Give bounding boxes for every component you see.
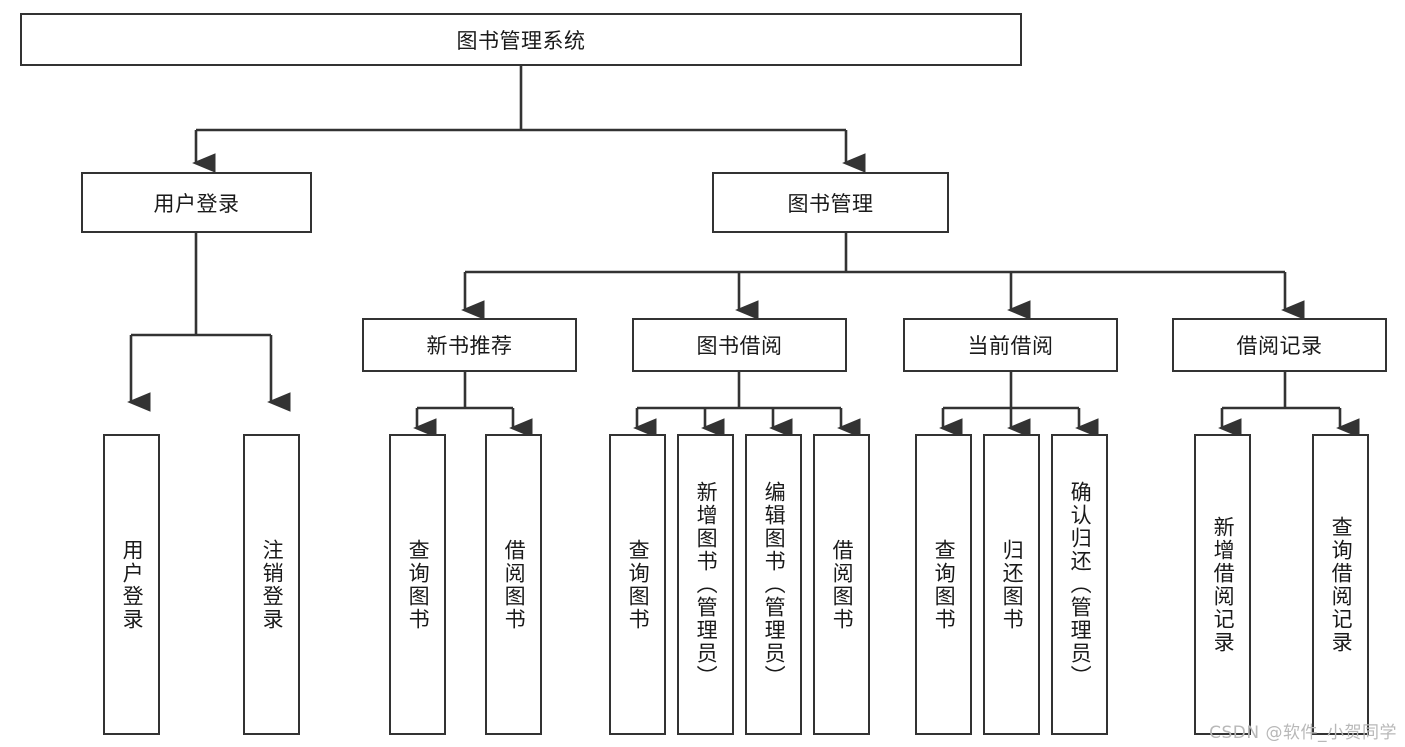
node-label: 查询借阅记录 bbox=[1329, 515, 1354, 654]
node-label: 图书管理系统 bbox=[456, 28, 586, 53]
leaf-records-query-record[interactable]: 查询借阅记录 bbox=[1312, 434, 1369, 735]
node-label: 编辑图书（管理员） bbox=[762, 481, 787, 688]
leaf-new-book-query-book[interactable]: 查询图书 bbox=[389, 434, 446, 735]
node-label: 查询图书 bbox=[406, 538, 431, 631]
leaf-current-confirm-return-admin[interactable]: 确认归还（管理员） bbox=[1051, 434, 1108, 735]
node-label: 新增借阅记录 bbox=[1211, 515, 1236, 654]
node-label: 新书推荐 bbox=[426, 334, 513, 358]
node-label: 归还图书 bbox=[1000, 538, 1025, 631]
leaf-current-query-book[interactable]: 查询图书 bbox=[915, 434, 972, 735]
leaf-current-return-book[interactable]: 归还图书 bbox=[983, 434, 1040, 735]
leaf-new-book-borrow-book[interactable]: 借阅图书 bbox=[485, 434, 542, 735]
node-borrow-records[interactable]: 借阅记录 bbox=[1172, 318, 1387, 372]
node-label: 当前借阅 bbox=[967, 334, 1054, 358]
node-label: 用户登录 bbox=[153, 191, 240, 216]
node-current-borrow[interactable]: 当前借阅 bbox=[903, 318, 1118, 372]
leaf-records-add-record[interactable]: 新增借阅记录 bbox=[1194, 434, 1251, 735]
leaf-borrow-add-book-admin[interactable]: 新增图书（管理员） bbox=[677, 434, 734, 735]
node-book-borrow[interactable]: 图书借阅 bbox=[632, 318, 847, 372]
node-book-management[interactable]: 图书管理 bbox=[712, 172, 949, 233]
leaf-borrow-query-book[interactable]: 查询图书 bbox=[609, 434, 666, 735]
node-label: 借阅图书 bbox=[830, 538, 855, 631]
node-label: 图书借阅 bbox=[696, 334, 783, 358]
node-label: 查询图书 bbox=[626, 538, 651, 631]
node-label: 新增图书（管理员） bbox=[694, 481, 719, 688]
node-user-login[interactable]: 用户登录 bbox=[81, 172, 312, 233]
node-new-book-recommend[interactable]: 新书推荐 bbox=[362, 318, 577, 372]
node-root-book-management-system[interactable]: 图书管理系统 bbox=[20, 13, 1022, 66]
leaf-borrow-edit-book-admin[interactable]: 编辑图书（管理员） bbox=[745, 434, 802, 735]
node-label: 查询图书 bbox=[932, 538, 957, 631]
leaf-user-login-login[interactable]: 用户登录 bbox=[103, 434, 160, 735]
leaf-user-login-logout[interactable]: 注销登录 bbox=[243, 434, 300, 735]
node-label: 确认归还（管理员） bbox=[1068, 481, 1093, 688]
node-label: 借阅记录 bbox=[1236, 334, 1323, 358]
node-label: 注销登录 bbox=[260, 538, 285, 631]
node-label: 图书管理 bbox=[787, 191, 874, 216]
watermark-text: CSDN @软件_小贺同学 bbox=[1209, 723, 1397, 743]
node-label: 用户登录 bbox=[120, 538, 145, 631]
node-label: 借阅图书 bbox=[502, 538, 527, 631]
leaf-borrow-borrow-book[interactable]: 借阅图书 bbox=[813, 434, 870, 735]
